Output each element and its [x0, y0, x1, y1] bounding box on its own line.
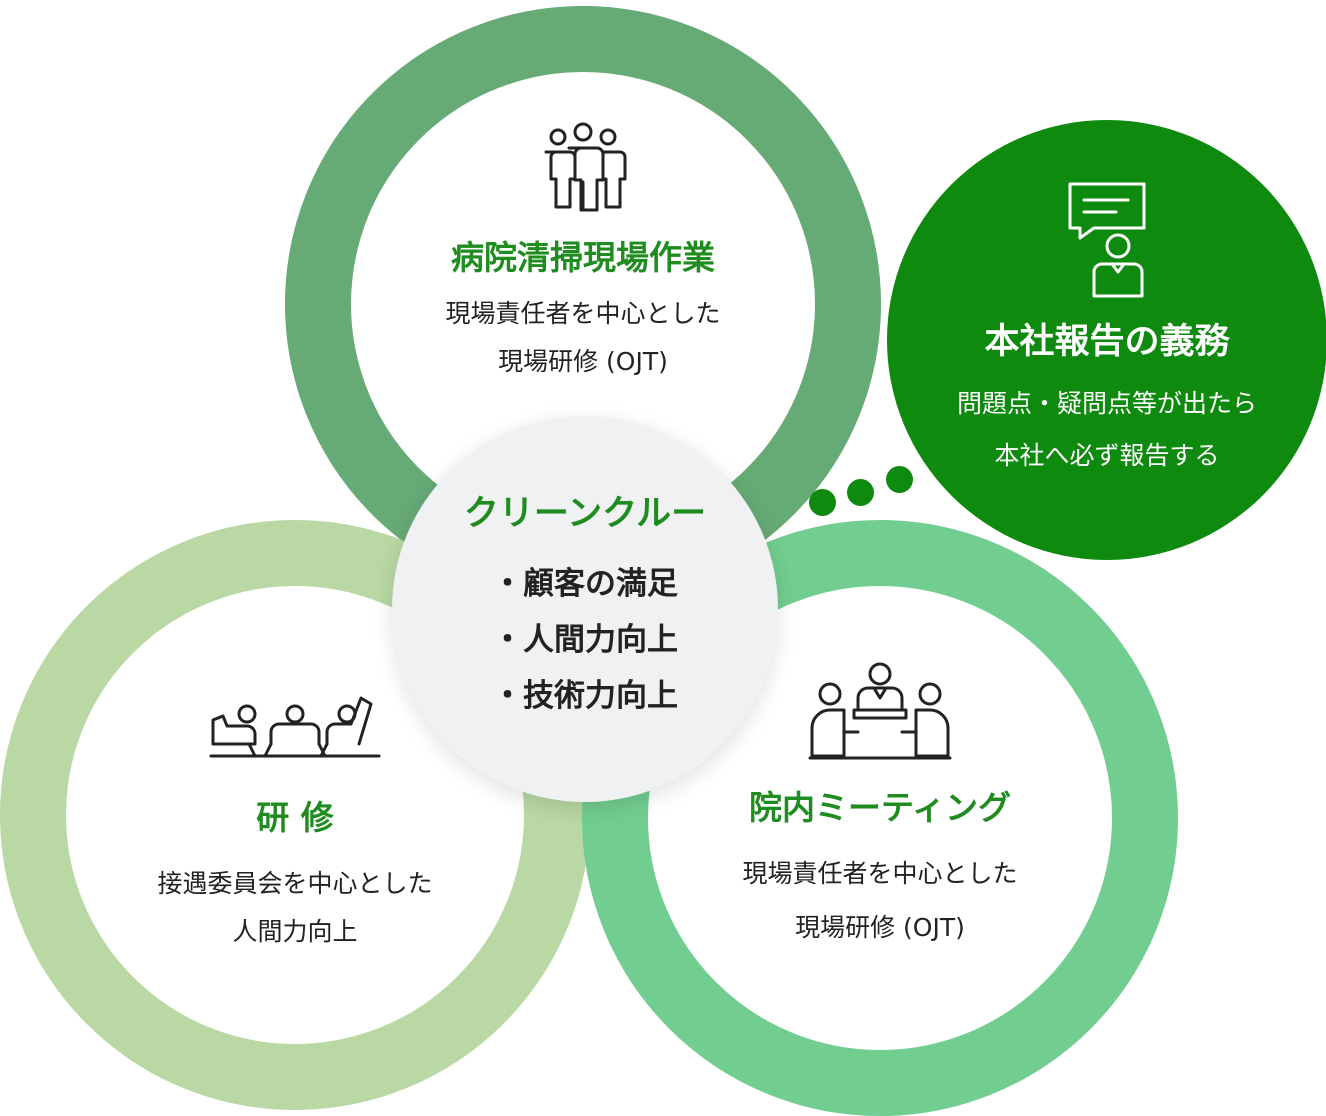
training-class-icon [209, 696, 381, 758]
left-block: 研 修 接遇委員会を中心とした 人間力向上 [95, 690, 495, 956]
center-item-human-skills: 人間力向上 [492, 612, 678, 668]
bubble-title: 本社報告の義務 [984, 322, 1230, 362]
bubble-desc-line2: 本社へ必ず報告する [994, 441, 1220, 470]
center-item-customer-satisfaction: 顧客の満足 [492, 556, 678, 612]
center-title: クリーンクルー [463, 494, 707, 534]
right-title: 院内ミーティング [748, 788, 1012, 827]
bubble-block: 本社報告の義務 問題点・疑問点等が出たら 本社へ必ず報告する [907, 180, 1307, 480]
bubble-dot-1 [809, 489, 836, 516]
right-block: 院内ミーティング 現場責任者を中心とした 現場研修 (OJT) [680, 660, 1080, 952]
left-desc-line2: 人間力向上 [232, 917, 358, 946]
center-item-technical-skills: 技術力向上 [492, 668, 678, 724]
center-list: 顧客の満足 人間力向上 技術力向上 [492, 556, 678, 724]
right-desc-line2: 現場研修 (OJT) [795, 913, 965, 942]
top-desc-line1: 現場責任者を中心とした [445, 299, 721, 328]
center-block: クリーンクルー 顧客の満足 人間力向上 技術力向上 [435, 492, 735, 724]
bubble-dot-2 [847, 479, 874, 506]
top-title: 病院清掃現場作業 [451, 238, 715, 277]
left-title: 研 修 [256, 798, 334, 837]
bubble-dot-3 [886, 466, 913, 493]
right-desc-line1: 現場責任者を中心とした [742, 859, 1018, 888]
top-desc-line2: 現場研修 (OJT) [498, 347, 668, 376]
left-desc-line1: 接遇委員会を中心とした [157, 869, 433, 898]
top-block: 病院清掃現場作業 現場責任者を中心とした 現場研修 (OJT) [383, 120, 783, 386]
meeting-icon [808, 662, 952, 760]
bubble-desc-line1: 問題点・疑問点等が出たら [956, 389, 1257, 418]
report-bubble [887, 120, 1326, 560]
person-speech-bubble-icon [1068, 182, 1146, 298]
group-of-people-icon [544, 122, 627, 212]
